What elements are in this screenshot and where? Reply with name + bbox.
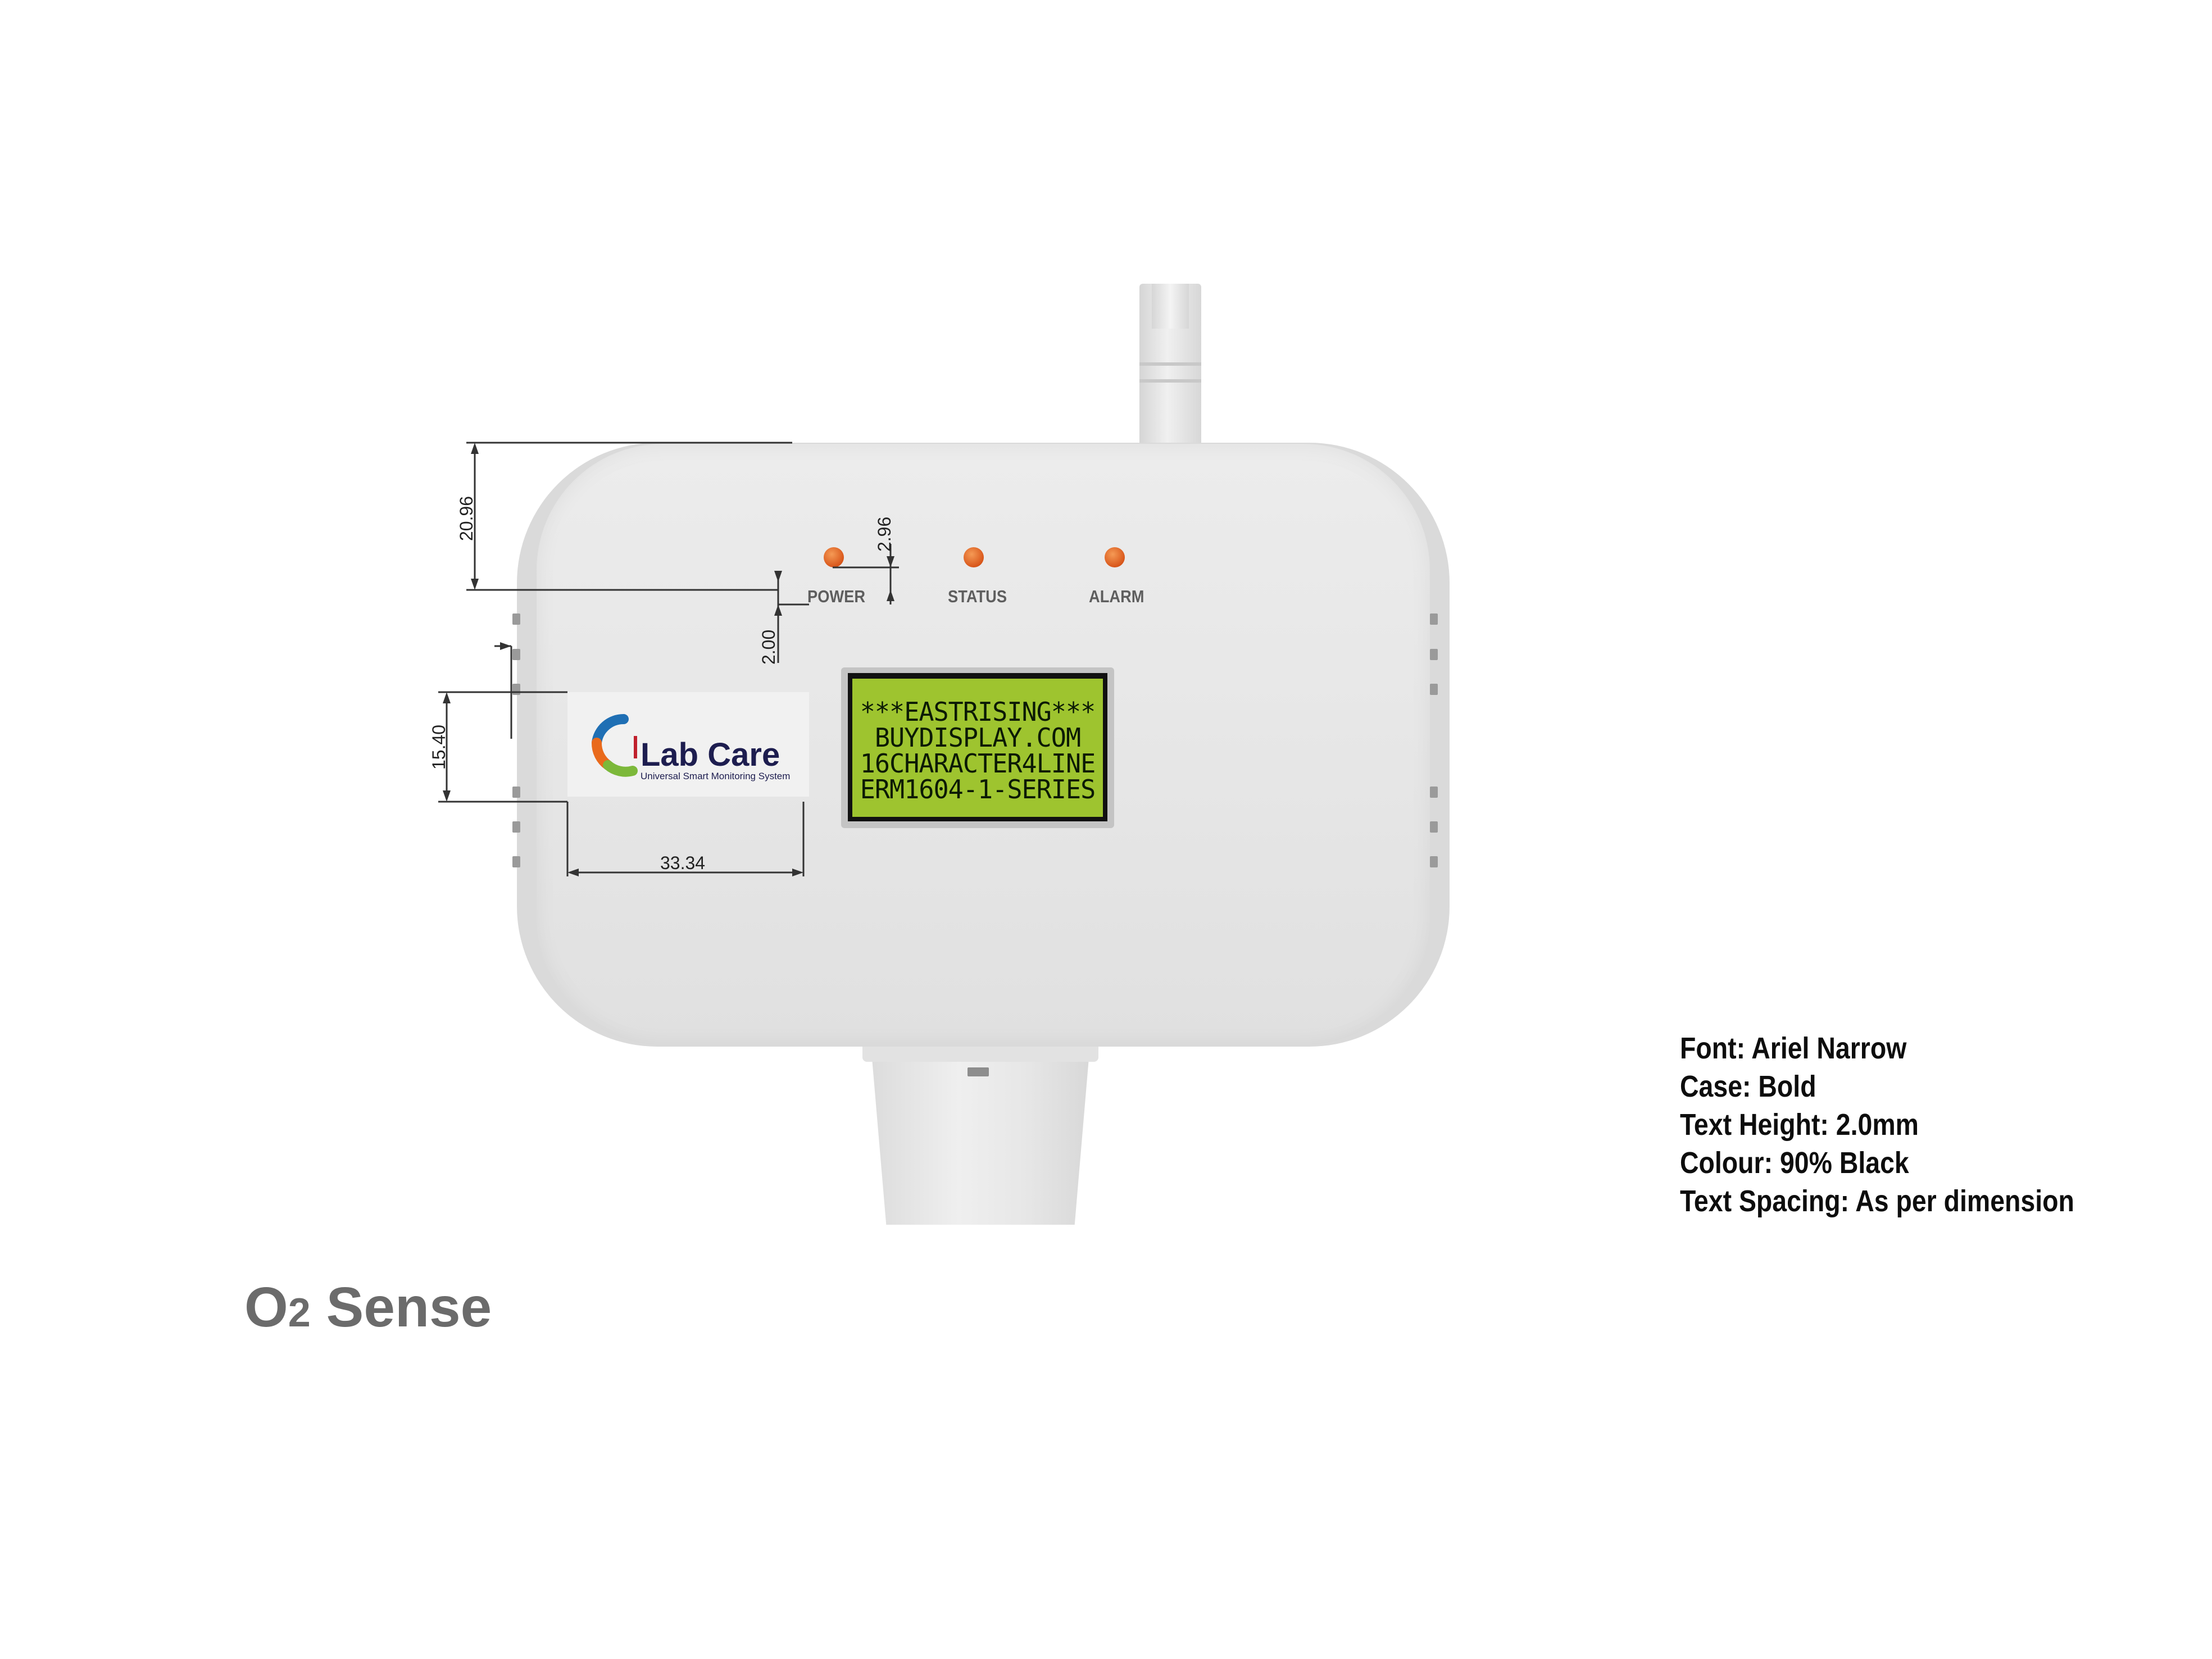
spec-case: Case: Bold [1680, 1070, 1816, 1103]
spec-font: Font: Ariel Narrow [1680, 1031, 1907, 1065]
lcd-screen [852, 679, 1103, 817]
lab-care-logo-icon [592, 713, 638, 777]
vent-slot [512, 821, 520, 833]
lcd-line-1: ***EASTRISING*** [860, 697, 1096, 727]
vent-slot [1430, 787, 1438, 798]
status-led [964, 547, 984, 567]
dimension-top-to-led: 20.96 [456, 496, 476, 541]
mount-slot [968, 1067, 989, 1076]
logo-brand-name: Lab Care [641, 737, 780, 773]
product-name-prefix: O [244, 1276, 288, 1339]
spec-text-spacing: Text Spacing: As per dimension [1680, 1184, 2074, 1218]
alarm-led-label: ALARM [1089, 587, 1144, 606]
power-led [824, 547, 844, 567]
dimension-label-gap: 2.00 [758, 629, 779, 665]
vent-slot [1430, 613, 1438, 625]
dimension-led-gap: 2.96 [874, 516, 894, 552]
vent-slot [512, 787, 520, 798]
vent-slot [1430, 684, 1438, 695]
product-name-subscript: 2 [288, 1290, 311, 1335]
logo-tagline: Universal Smart Monitoring System [641, 771, 791, 781]
vent-slot [1430, 649, 1438, 660]
lcd-line-2: BUYDISPLAY.COM [874, 722, 1081, 753]
cable-tip [1152, 284, 1189, 329]
dimension-logo-width: 33.34 [660, 853, 706, 873]
lcd-line-4: ERM1604-1-SERIES [860, 774, 1096, 804]
spec-colour: Colour: 90% Black [1680, 1146, 1909, 1180]
status-led-label: STATUS [948, 587, 1007, 606]
logo-label-plate [567, 692, 809, 797]
dimension-logo-height: 15.40 [429, 724, 449, 770]
vent-slot [1430, 856, 1438, 867]
power-led-label: POWER [807, 587, 866, 606]
lcd-line-3: 16CHARACTER4LINE [860, 748, 1096, 779]
vent-slot [512, 649, 520, 660]
product-name-suffix: Sense [310, 1276, 492, 1339]
spec-text-height: Text Height: 2.0mm [1680, 1108, 1919, 1142]
product-title: O2 Sense [244, 1275, 492, 1340]
alarm-led [1105, 547, 1125, 567]
vent-slot [1430, 821, 1438, 833]
text-spec-notes: Font: Ariel Narrow Case: Bold Text Heigh… [1680, 1029, 2138, 1220]
vent-slot [512, 856, 520, 867]
vent-slot [512, 613, 520, 625]
